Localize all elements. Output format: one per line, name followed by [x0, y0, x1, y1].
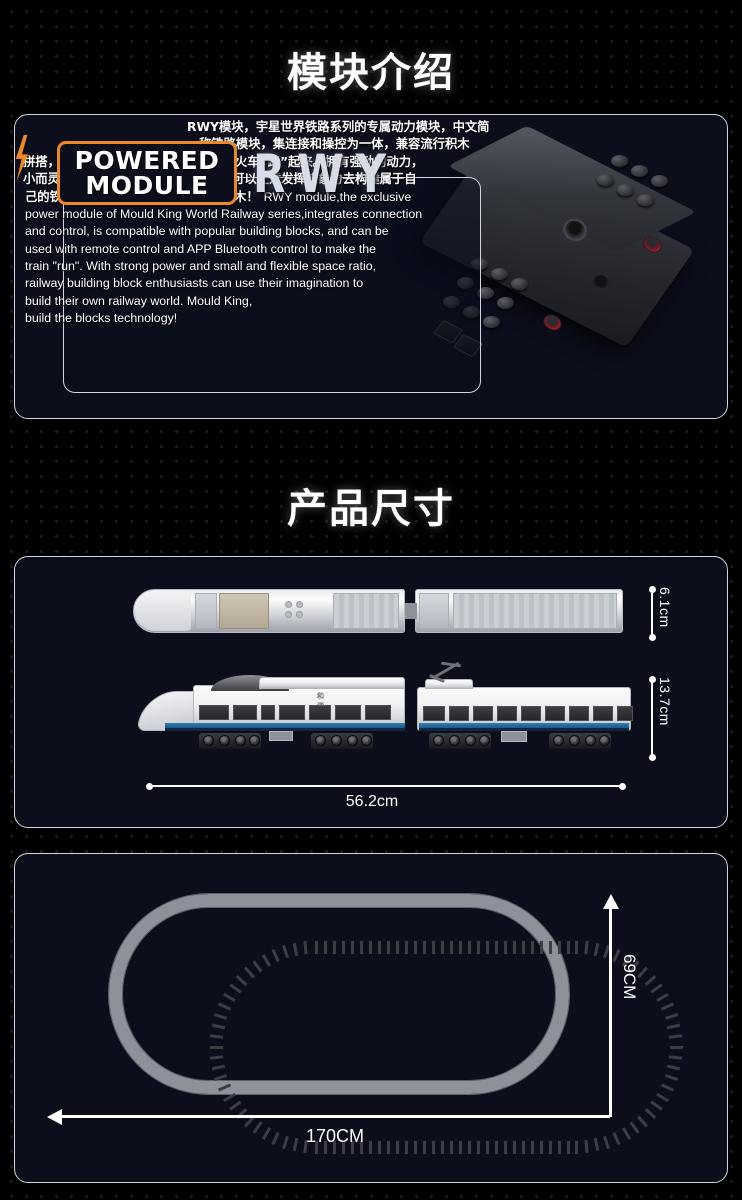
track-tie	[668, 1034, 683, 1039]
rwy-logo: RWY	[253, 143, 399, 205]
oval-track-loop	[109, 894, 569, 1094]
track-tie	[644, 1108, 657, 1120]
track-tie	[656, 992, 669, 1002]
track-layout-panel: 69CM 170CM	[14, 853, 728, 1183]
train-top-view	[133, 581, 623, 641]
track-tie	[667, 1064, 681, 1071]
track-tie	[574, 940, 578, 954]
track-tie	[660, 1002, 674, 1011]
en-paragraph: 己的铁路世界。宇星模王，打造科技积木！ RWY module,the exclu…	[23, 189, 461, 327]
dimension-label-13-7cm: 13.7cm	[657, 677, 673, 726]
dimension-label-56-2cm: 56.2cm	[345, 793, 399, 810]
arrow-head-up-icon	[602, 894, 619, 909]
track-tie	[650, 983, 664, 994]
arrow-head-left-icon	[47, 1108, 62, 1125]
badge-line-1: POWERED	[74, 146, 220, 175]
en-line-7: build their own railway world. Mould Kin…	[25, 293, 253, 308]
en-line-3: and control, is compatible with popular …	[25, 224, 389, 239]
track-tie	[667, 1023, 681, 1030]
track-tie	[660, 1083, 674, 1092]
en-line-5: train "run". With strong power and small…	[25, 258, 377, 273]
dimension-line-side-height	[651, 679, 653, 757]
track-tie	[650, 1100, 664, 1111]
track-tie	[668, 1055, 683, 1060]
track-tie	[664, 1012, 678, 1020]
track-tie	[656, 1092, 669, 1102]
train-side-view: 和谐号	[136, 661, 635, 753]
dimension-line-top-height	[651, 589, 653, 637]
track-tie	[593, 942, 600, 956]
track-tie	[664, 1074, 678, 1082]
track-tie	[228, 1100, 242, 1111]
en-line-6: railway building block enthusiasts can u…	[25, 276, 364, 291]
dimension-line-length	[149, 785, 625, 787]
track-tie	[669, 1045, 683, 1049]
badge-line-2: MODULE	[85, 171, 209, 200]
track-label-69cm: 69CM	[620, 954, 639, 1000]
track-tie	[584, 940, 589, 955]
track-tie	[644, 974, 657, 986]
arrow-line-vertical	[609, 909, 612, 1117]
page-title-product-dimensions: 产品尺寸	[287, 487, 455, 531]
red-port-bottom	[540, 311, 565, 334]
en-line-4: used with remote control and APP Bluetoo…	[25, 241, 377, 256]
track-label-170cm: 170CM	[305, 1126, 365, 1146]
track-tie	[235, 1108, 248, 1120]
dimension-label-6-1cm: 6.1cm	[657, 587, 673, 628]
en-line-8: build the blocks technology!	[25, 310, 178, 325]
powered-module-badge: POWERED MODULE	[57, 141, 237, 205]
track-tie	[566, 940, 570, 954]
product-dimensions-panel: 6.1cm 和谐号	[14, 556, 728, 828]
cn-line-1: RWY模块，宇星世界铁路系列的专属动力模块，中文简	[187, 120, 490, 134]
page-title-module-introduction: 模块介绍	[287, 51, 455, 95]
en-line-2: power module of Mould King World Railway…	[25, 207, 423, 222]
track-tie	[637, 966, 649, 979]
arrow-line-horizontal	[61, 1115, 610, 1118]
module-introduction-panel: RWY模块，宇星世界铁路系列的专属动力模块，中文简 称铁路模块，集连接和操控为一…	[14, 114, 728, 419]
